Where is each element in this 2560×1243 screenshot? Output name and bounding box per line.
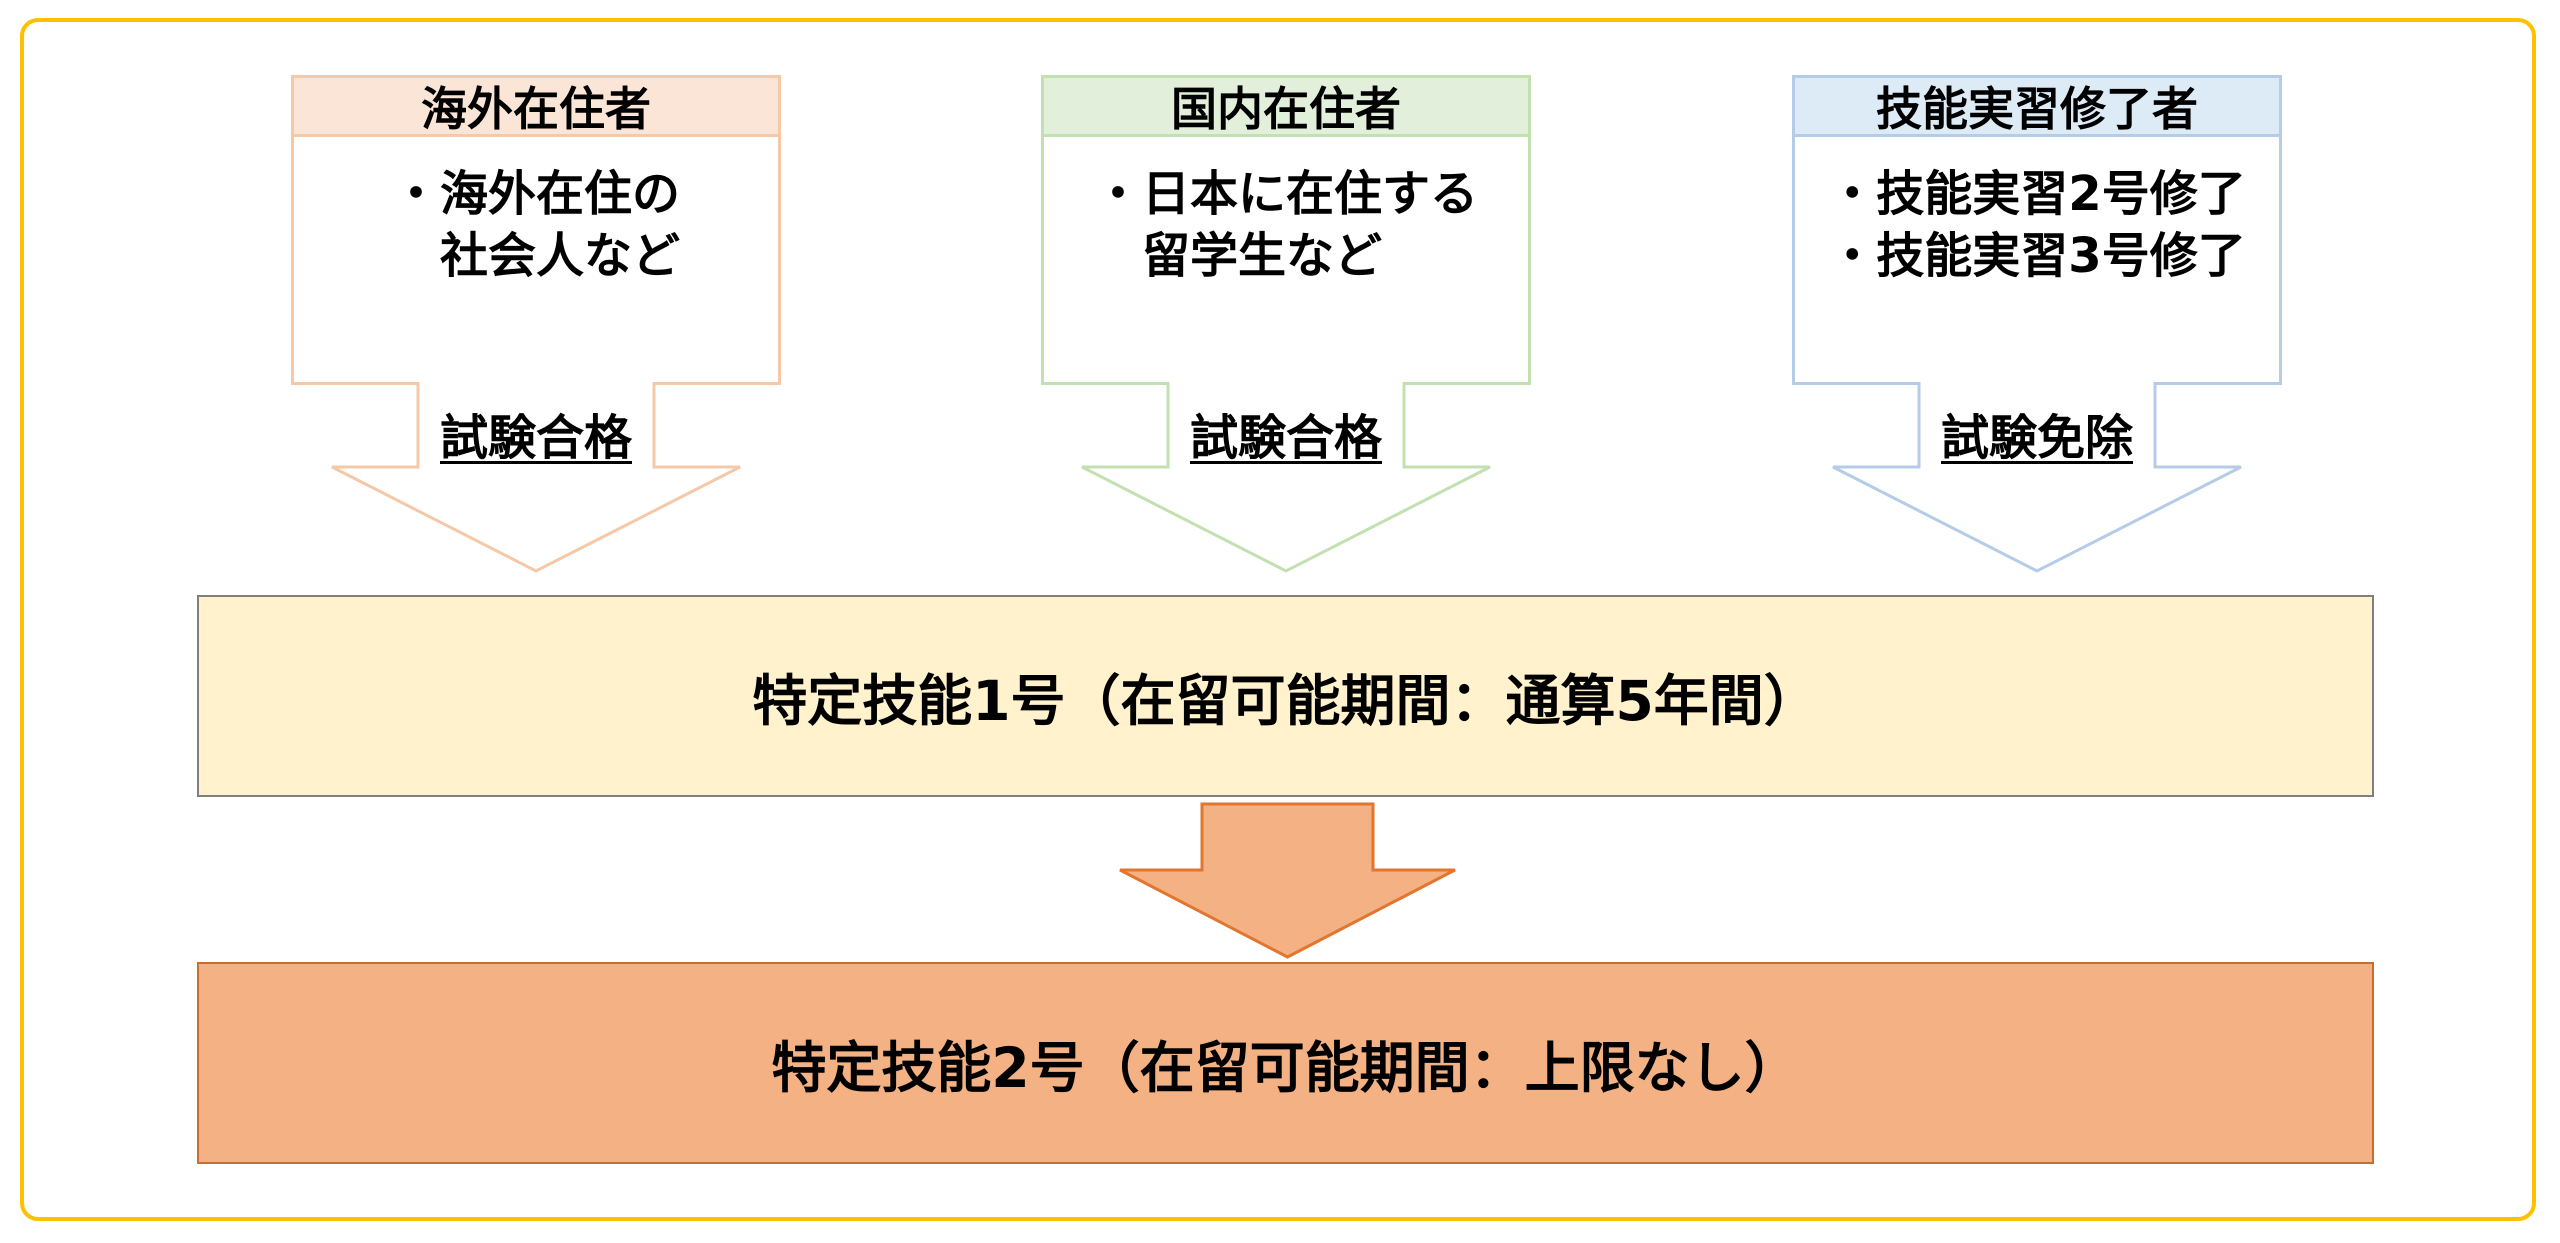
level2-label: 特定技能2号（在留可能期間：上限なし） <box>771 1036 1800 1100</box>
domestic-arrow-label: 試験合格 <box>1189 410 1382 466</box>
column-titp-header: 技能実習修了者 <box>1792 75 2282 137</box>
column-domestic-text: ・日本に在住する 留学生など <box>1094 163 1478 382</box>
overseas-arrow-label: 試験合格 <box>439 410 632 466</box>
bullet-line: ・日本に在住する <box>1093 166 1478 222</box>
column-domestic-header: 国内在住者 <box>1041 75 1531 137</box>
level2-box: 特定技能2号（在留可能期間：上限なし） <box>197 962 2374 1164</box>
bullet-line: ・海外在住の <box>391 166 680 222</box>
column-overseas-body: ・海外在住の 社会人など <box>291 137 781 385</box>
transition-down-arrow-icon <box>1119 802 1456 959</box>
overseas-arrow-area: 試験合格 <box>291 382 781 575</box>
level1-label: 特定技能1号（在留可能期間：通算5年間） <box>752 669 1819 733</box>
column-titp-text: ・技能実習2号修了 ・技能実習3号修了 <box>1828 163 2245 382</box>
outer-frame: 海外在住者 ・海外在住の 社会人など 試験合格 国内在住者 ・日本に在住する <box>20 18 2536 1221</box>
bullet-line: 留学生など <box>1093 228 1382 285</box>
column-overseas-header: 海外在住者 <box>291 75 781 137</box>
titp-arrow-label: 試験免除 <box>1940 410 2133 466</box>
column-overseas-text: ・海外在住の 社会人など <box>392 163 680 382</box>
column-titp: 技能実習修了者 ・技能実習2号修了 ・技能実習3号修了 試験免除 <box>1792 75 2282 575</box>
down-arrow-icon <box>1081 382 1491 573</box>
domestic-arrow-area: 試験合格 <box>1041 382 1531 575</box>
bullet-line: ・技能実習3号修了 <box>1828 228 2246 285</box>
bullet-line: 社会人など <box>391 228 680 285</box>
bullet-line: ・技能実習2号修了 <box>1828 166 2246 222</box>
level1-box: 特定技能1号（在留可能期間：通算5年間） <box>197 595 2374 797</box>
column-domestic: 国内在住者 ・日本に在住する 留学生など 試験合格 <box>1041 75 1531 575</box>
down-arrow-icon <box>1832 382 2242 573</box>
down-arrow-icon <box>331 382 741 573</box>
titp-arrow-area: 試験免除 <box>1792 382 2282 575</box>
column-domestic-body: ・日本に在住する 留学生など <box>1041 137 1531 385</box>
column-titp-body: ・技能実習2号修了 ・技能実習3号修了 <box>1792 137 2282 385</box>
column-overseas: 海外在住者 ・海外在住の 社会人など 試験合格 <box>291 75 781 575</box>
